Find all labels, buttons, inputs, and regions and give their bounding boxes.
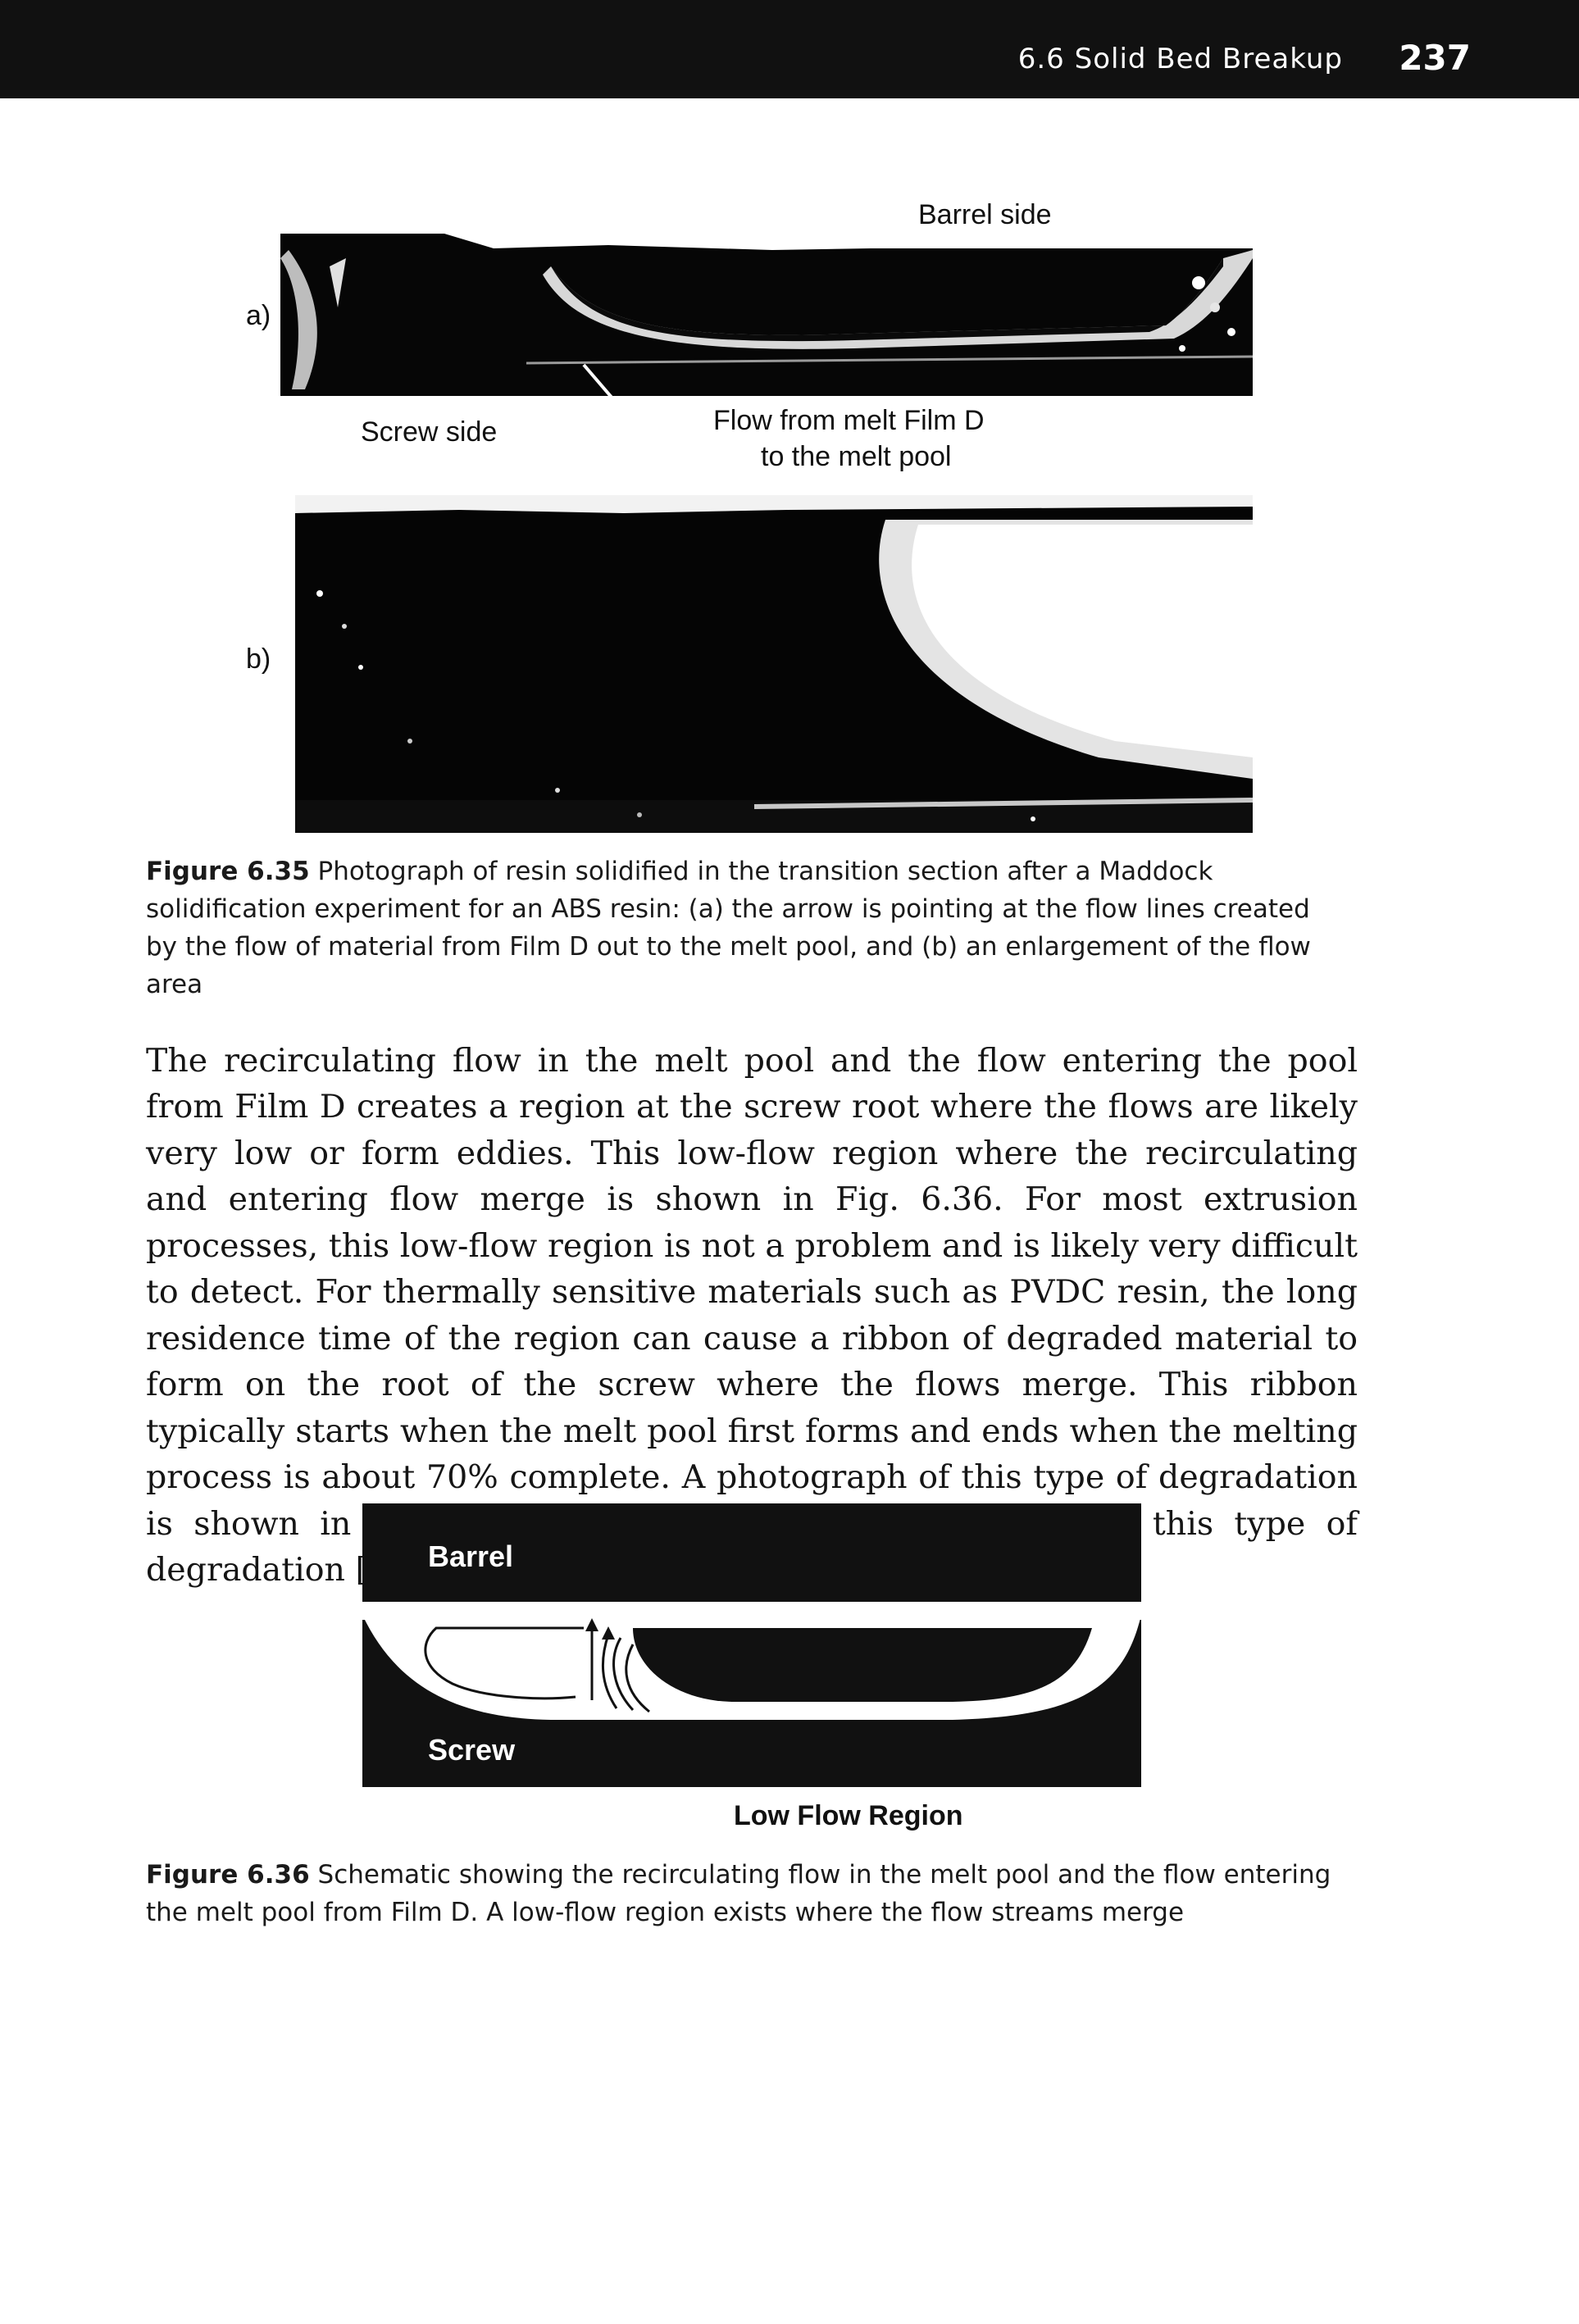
panel-label-a: a) (246, 300, 271, 331)
page-number: 237 (1399, 38, 1471, 78)
screw-label: Screw (428, 1733, 516, 1767)
barrel-label: Barrel (428, 1539, 514, 1573)
screw-side-label: Screw side (361, 416, 498, 448)
caption-text: Schematic showing the recirculating flow… (146, 1860, 1331, 1927)
caption-number: Figure 6.35 (146, 857, 310, 886)
flow-label-line1: Flow from melt Film D (713, 405, 985, 436)
schematic-image (362, 1503, 1141, 1800)
photo-panel-a (280, 234, 1253, 396)
photo-b-image (295, 495, 1253, 833)
barrel-side-label: Barrel side (918, 199, 1052, 230)
photo-a-image (280, 234, 1253, 396)
body-paragraph: The recirculating flow in the melt pool … (146, 1041, 1358, 1590)
figure-6-35-caption: Figure 6.35 Photograph of resin solidifi… (146, 853, 1343, 1003)
running-header: 6.6 Solid Bed Breakup 237 (0, 0, 1579, 98)
photo-panel-b (295, 495, 1253, 833)
section-title: 6.6 Solid Bed Breakup (1017, 43, 1343, 75)
figure-6-36-caption: Figure 6.36 Schematic showing the recirc… (146, 1856, 1343, 1931)
schematic-diagram: Barrel Screw (362, 1503, 1141, 1800)
caption-number: Figure 6.36 (146, 1860, 310, 1890)
panel-label-b: b) (246, 644, 271, 675)
caption-text: Photograph of resin solidified in the tr… (146, 857, 1311, 999)
flow-label-line2: to the melt pool (761, 441, 952, 472)
low-flow-region-label: Low Flow Region (734, 1800, 963, 1831)
